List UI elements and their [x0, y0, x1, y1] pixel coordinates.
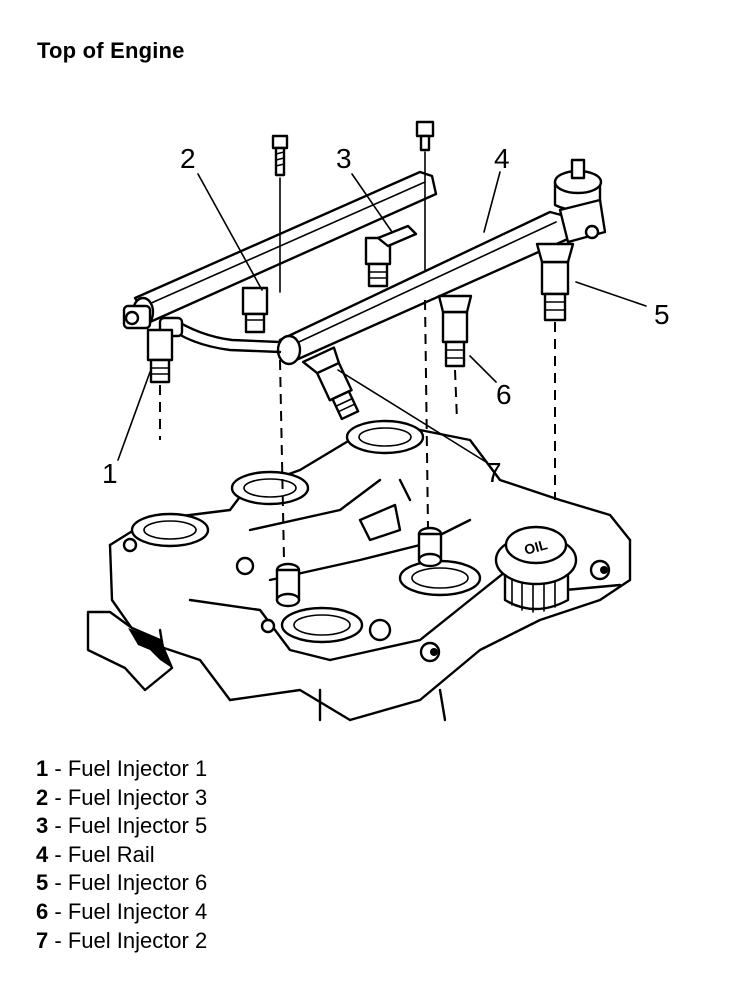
fuel-rail — [122, 158, 607, 366]
intake-manifold — [108, 419, 632, 722]
callout-2: 2 — [180, 143, 196, 174]
legend-item: 3 - Fuel Injector 5 — [36, 813, 208, 839]
legend-item: 5 - Fuel Injector 6 — [36, 870, 208, 896]
legend-item: 6 - Fuel Injector 4 — [36, 898, 208, 924]
fuel-injector-3 — [241, 286, 269, 334]
leader-lines — [117, 171, 647, 463]
legend-item: 1 - Fuel Injector 1 — [36, 756, 208, 781]
rail-bolt-right — [415, 120, 435, 152]
rail-bolt-left — [271, 134, 289, 177]
fuel-injector-1 — [146, 328, 174, 384]
fuel-injector-6 — [535, 242, 575, 322]
callout-7: 7 — [486, 457, 502, 488]
fuel-injector-4 — [437, 294, 473, 368]
fuel-rail-diagram: OIL — [86, 120, 670, 722]
callout-1: 1 — [102, 458, 118, 489]
fuel-injector-5 — [364, 224, 418, 288]
callout-5: 5 — [654, 299, 670, 330]
page-title: Top of Engine — [37, 38, 185, 63]
legend-item: 7 - Fuel Injector 2 — [36, 927, 208, 953]
oil-filler-cap: OIL — [494, 525, 578, 613]
front-arrow-icon — [86, 610, 174, 692]
callout-4: 4 — [494, 143, 510, 174]
oil-cap-label: OIL — [522, 536, 549, 558]
fuel-injector-2 — [301, 346, 360, 421]
pressure-regulator — [553, 158, 607, 244]
legend: 1 - Fuel Injector 1 2 - Fuel Injector 3 … — [36, 755, 207, 955]
alignment-lines — [159, 151, 556, 561]
legend-item: 4 - Fuel Rail — [36, 841, 155, 867]
legend-item: 2 - Fuel Injector 3 — [36, 784, 208, 810]
callout-3: 3 — [336, 143, 352, 174]
callout-6: 6 — [496, 379, 512, 410]
